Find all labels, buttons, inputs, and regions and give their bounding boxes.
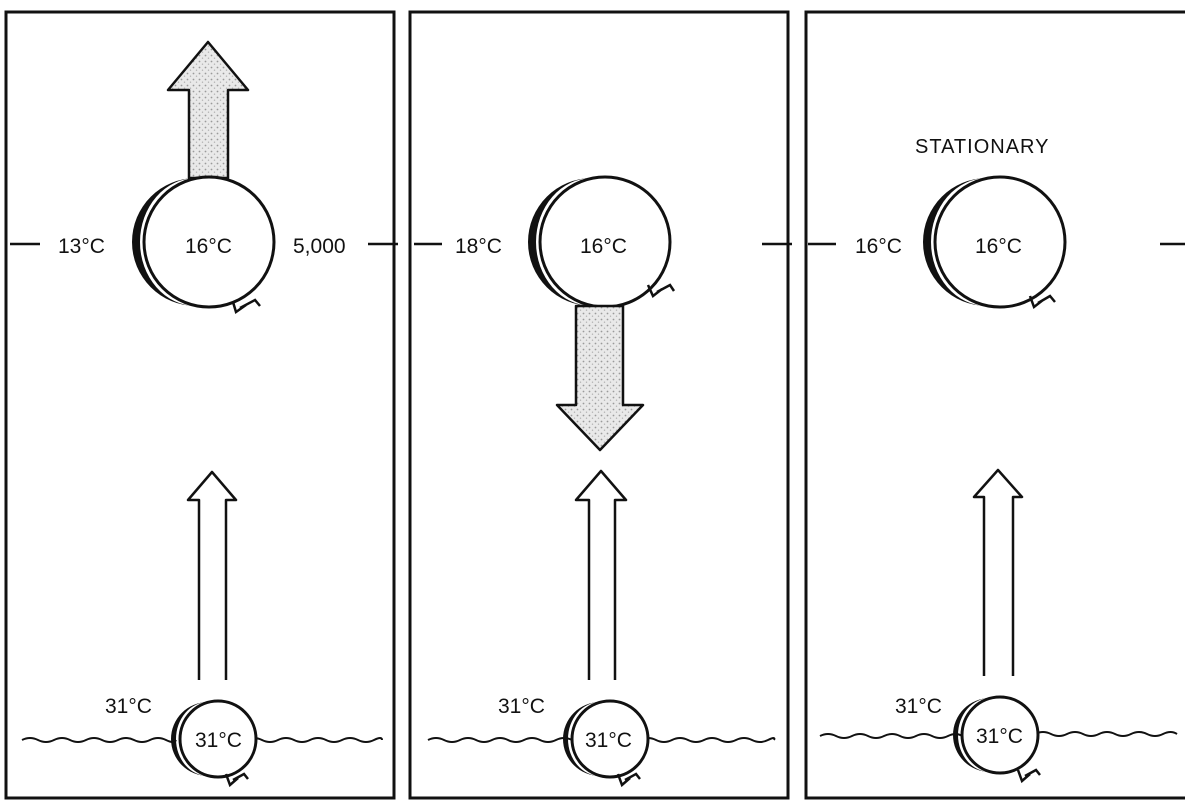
panel-2-sinking-arrow xyxy=(557,306,643,450)
panel-1-balloon-temp: 16°C xyxy=(185,235,232,258)
panel-1-upper-air-temp: 13°C xyxy=(58,235,105,258)
panel-2-surface-balloon-temp: 31°C xyxy=(585,729,632,752)
panel-1-surface-air-temp: 31°C xyxy=(105,695,152,718)
panel-2-balloon-temp: 16°C xyxy=(580,235,627,258)
panel-3-frame xyxy=(806,12,1185,798)
panel-2: 18°C 16°C 31°C 31°C xyxy=(410,12,792,798)
panel-1-ascent-arrow xyxy=(188,472,236,680)
panel-1: 13°C 5,000 16°C 31°C 31°C xyxy=(6,12,398,798)
panel-2-upper-air-temp: 18°C xyxy=(455,235,502,258)
panel-3-surface-balloon-temp: 31°C xyxy=(976,725,1023,748)
panel-3-ascent-arrow xyxy=(974,470,1022,676)
panel-2-surface-air-temp: 31°C xyxy=(498,695,545,718)
panel-3-status-label: STATIONARY xyxy=(915,136,1049,158)
panel-3-upper-air-temp: 16°C xyxy=(855,235,902,258)
panel-2-ascent-arrow xyxy=(576,471,626,680)
panel-1-rising-arrow xyxy=(168,42,248,178)
panel-1-altitude-label: 5,000 xyxy=(293,235,346,258)
panel-3-surface-air-temp: 31°C xyxy=(895,695,942,718)
panel-3: STATIONARY 16°C 16°C 31°C 31°C xyxy=(806,12,1185,798)
panel-1-surface-balloon-temp: 31°C xyxy=(195,729,242,752)
panel-3-balloon-temp: 16°C xyxy=(975,235,1022,258)
